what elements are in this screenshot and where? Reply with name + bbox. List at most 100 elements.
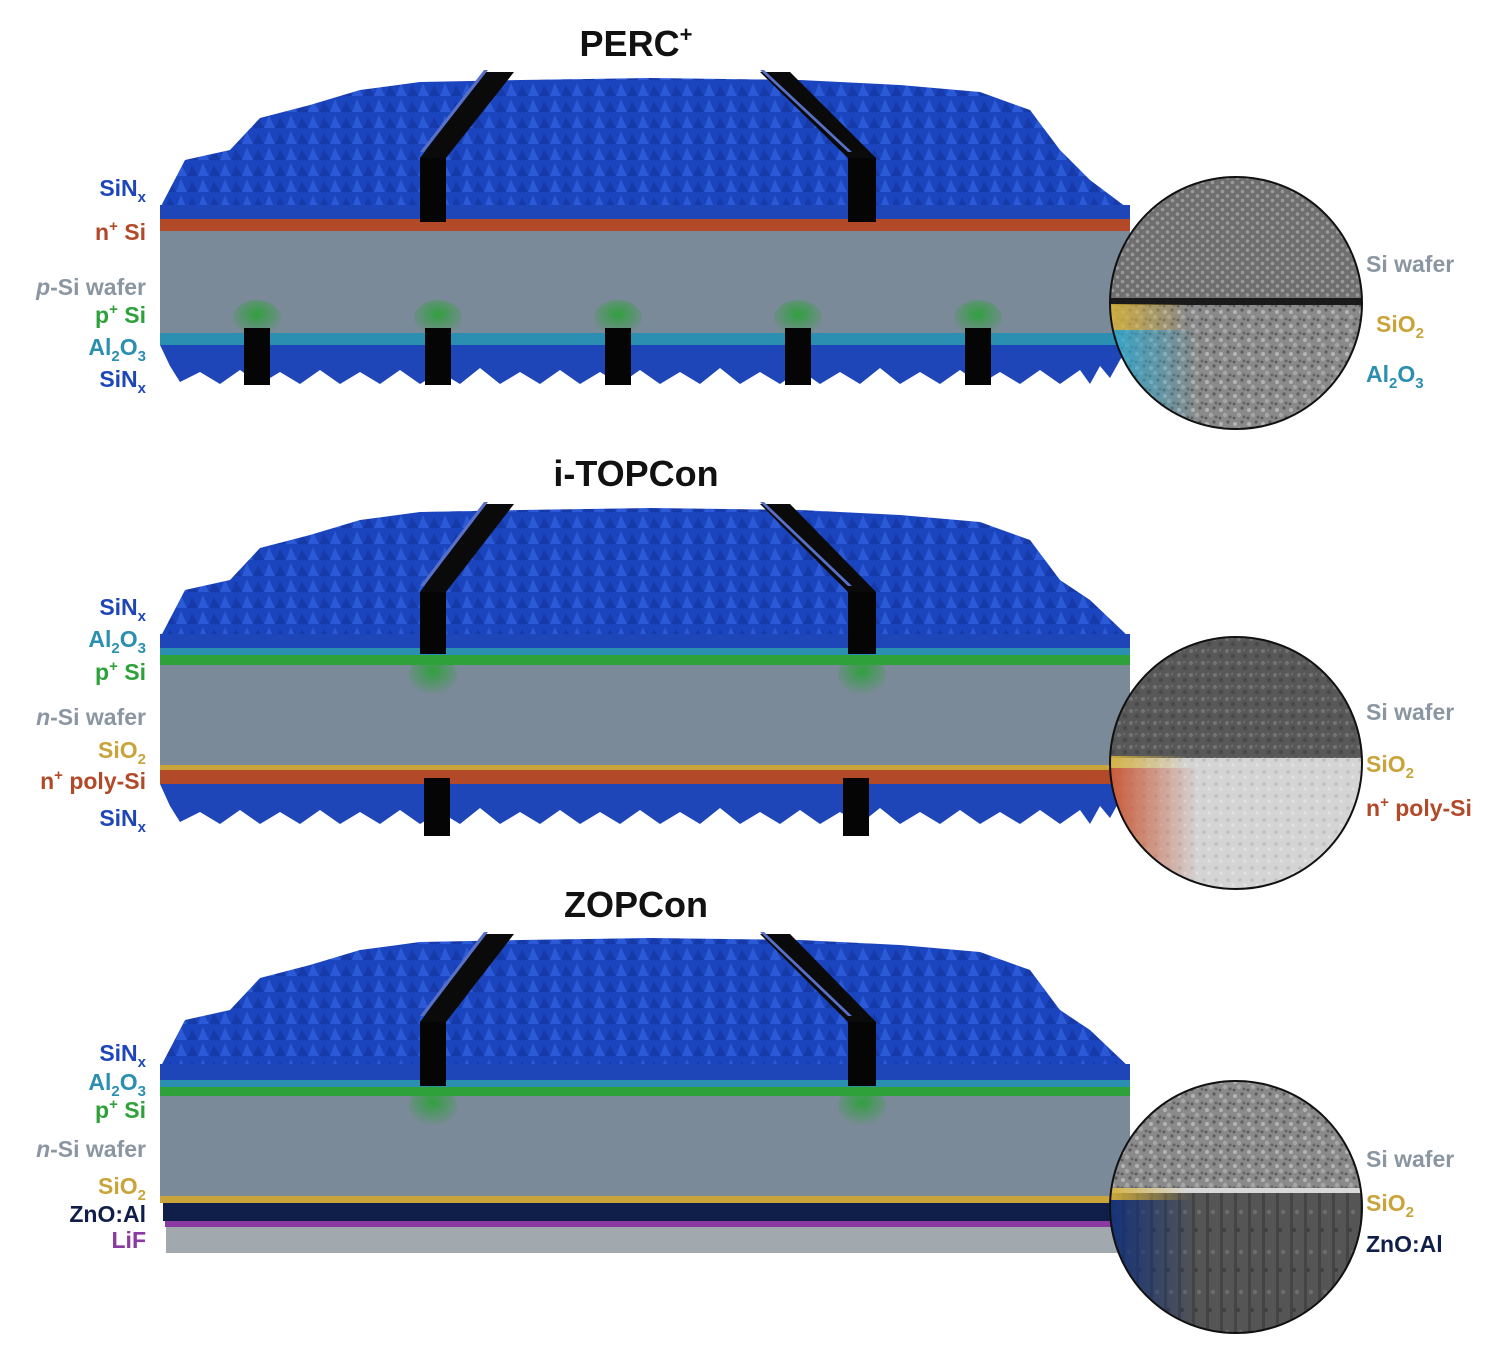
front-finger [420,932,514,1086]
zno-al-layer [163,1203,1130,1221]
front-sinx-layer [160,634,1130,648]
label-part: 2 [1416,325,1424,342]
al2o3-layer [160,648,1130,655]
rear-sinx-layer [160,345,1130,384]
label-part: p [95,302,109,328]
label-part: -Si wafer [50,704,146,730]
label-part: x [138,608,147,625]
label-part: SiN [99,175,137,201]
front-texture [160,78,1130,210]
title-main: ZOPCon [564,884,708,925]
front-finger [760,502,876,654]
panel-title: ZOPCon [564,884,708,925]
p-plus-region [414,300,462,336]
sio2-layer [160,1196,1130,1203]
label-part: Al [88,626,111,652]
layer-label: Si wafer [1366,251,1454,277]
label-part: 2 [1406,765,1414,782]
label-part: ZnO:Al [1366,1231,1443,1257]
label-part: 2 [1406,1204,1414,1221]
layer-label: LiF [112,1227,147,1253]
label-part: 2 [111,640,119,657]
p-plus-region [838,655,886,695]
label-part: n [36,704,50,730]
layer-label: Si wafer [1366,1146,1454,1172]
layer-label: ZnO:Al [1366,1231,1443,1257]
layer-label: Al2O3 [88,1069,146,1100]
layer-label: Al2O3 [88,626,146,657]
sio2-layer [160,765,1130,770]
title-main: i-TOPCon [553,453,718,494]
label-part: 3 [1415,375,1423,392]
label-part: SiO [1366,1190,1406,1216]
layer-label: ZnO:Al [69,1201,146,1227]
label-part: Si [118,659,146,685]
p-plus-region [838,1086,886,1126]
rear-contact [244,328,270,385]
label-part: + [109,658,118,675]
label-part: Si wafer [1366,699,1454,725]
wafer-layer [160,665,1130,765]
layer-label: SiO2 [98,737,146,768]
rear-contact [785,328,811,385]
label-part: 2 [138,1187,146,1204]
layer-label: p+ Si [95,1096,146,1123]
layer-label: SiO2 [1366,751,1414,782]
label-part: Si wafer [1366,1146,1454,1172]
label-part: O [120,626,138,652]
label-part: SiN [99,1040,137,1066]
label-part: Si [118,302,146,328]
front-texture [160,938,1130,1068]
label-part: Si [118,219,146,245]
p-plus-si-layer [160,655,1130,665]
layer-label: SiNx [99,594,146,625]
wafer-layer [160,1096,1130,1196]
tem-micrograph [1109,1080,1363,1334]
p-plus-region [594,300,642,336]
rear-contact [843,778,869,836]
layer-label: n+ Si [95,218,146,245]
front-finger [760,70,876,222]
tem-micrograph [1109,176,1363,430]
label-part: + [109,218,118,235]
layer-label: p+ Si [95,301,146,328]
label-part: SiN [99,805,137,831]
layer-label: n-Si wafer [36,1136,146,1162]
rear-base-layer [166,1227,1130,1253]
p-plus-region [233,300,281,336]
front-sinx-layer [160,205,1130,219]
front-texture [160,508,1130,638]
label-part: 3 [138,1083,146,1100]
panel-title: PERC+ [580,22,693,64]
layer-label: n+ poly-Si [40,767,146,794]
label-part: 2 [1389,375,1397,392]
label-part: -Si wafer [50,274,146,300]
label-part: 2 [111,348,119,365]
label-part: SiN [99,594,137,620]
label-part: O [120,334,138,360]
label-part: x [138,380,147,397]
label-part: 2 [111,1083,119,1100]
cell-stack [160,502,1130,836]
rear-contact [424,778,450,836]
layer-label: SiNx [99,1040,146,1071]
cell-stack [160,932,1130,1253]
label-part: SiO [98,1173,138,1199]
p-plus-region [409,655,457,695]
label-part: x [138,819,147,836]
p-plus-region [409,1086,457,1126]
label-part: SiN [99,366,137,392]
label-part: + [109,301,118,318]
label-part: + [54,767,63,784]
front-finger [420,70,514,222]
label-part: ZnO:Al [69,1201,146,1227]
label-part: + [109,1096,118,1113]
front-sinx-layer [160,1064,1130,1080]
layer-label: SiNx [99,175,146,206]
layer-label: SiNx [99,366,146,397]
label-part: n [40,768,54,794]
p-plus-region [774,300,822,336]
label-part: poly-Si [1389,795,1472,821]
